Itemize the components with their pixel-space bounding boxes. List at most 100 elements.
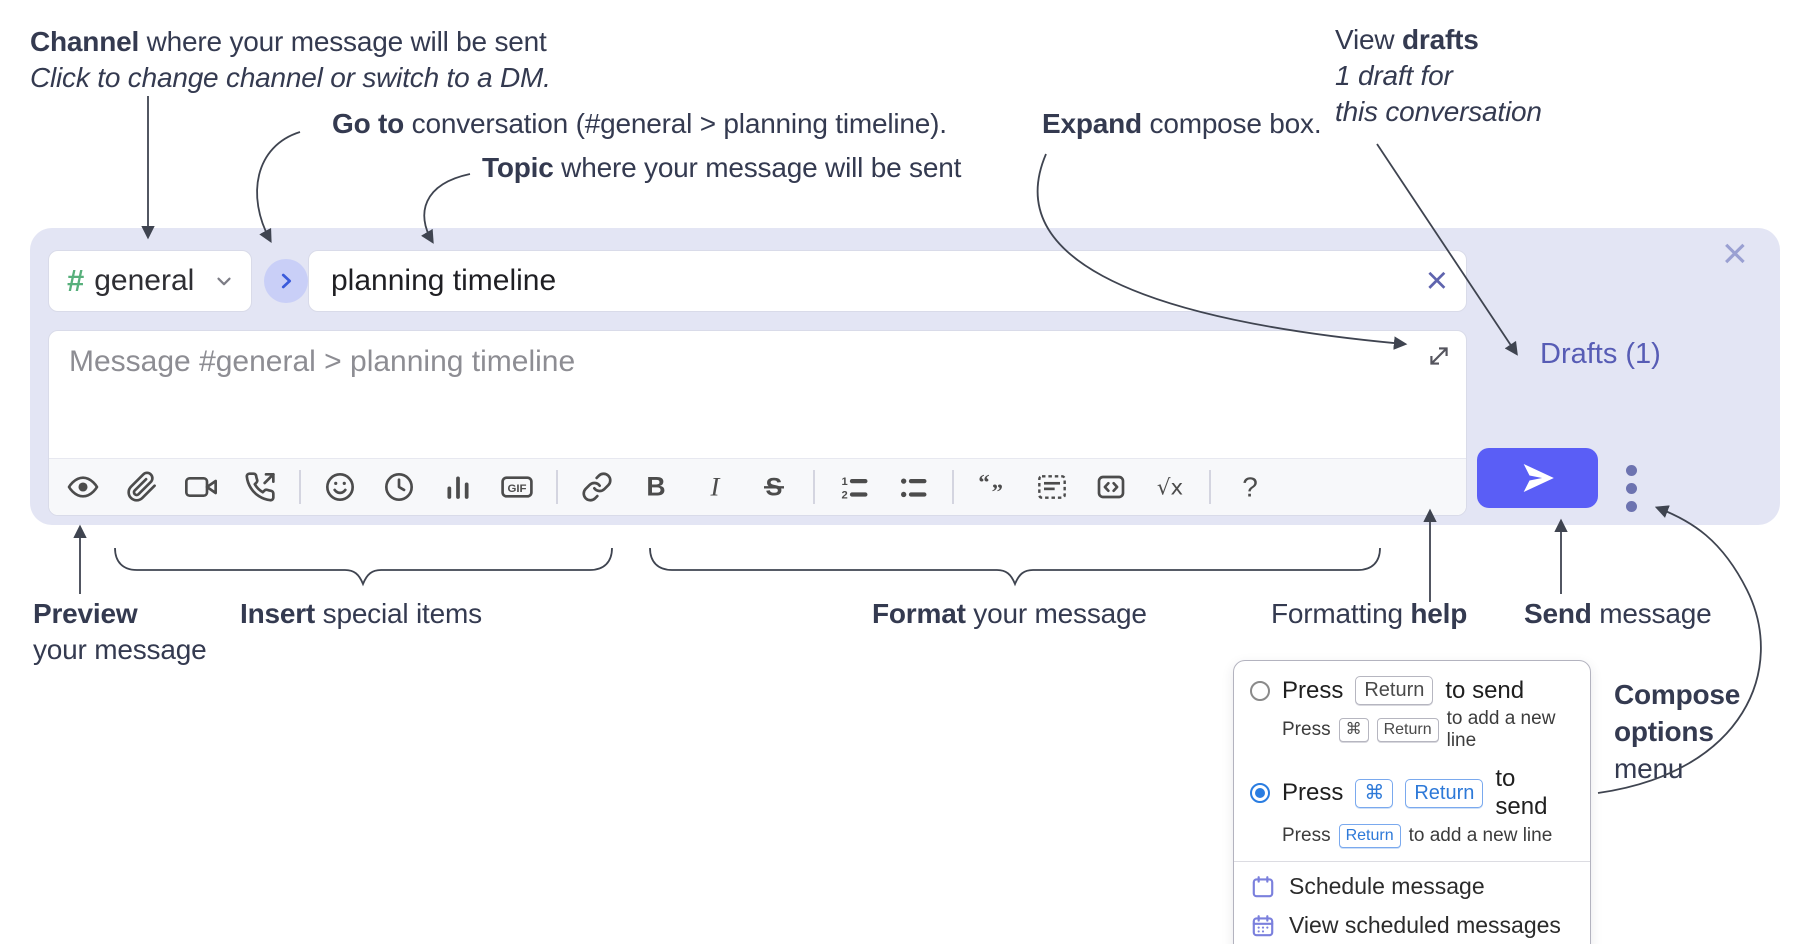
annotation-goto: Go to conversation (#general > planning … [332, 108, 947, 139]
video-call-icon [185, 477, 217, 497]
quote-button[interactable]: “” [973, 467, 1013, 507]
menu-item-label: View scheduled messages [1289, 912, 1561, 938]
channel-hash-icon: # [67, 263, 85, 298]
numbered-list-icon: 12 [842, 476, 868, 501]
svg-text:√x: √x [1157, 475, 1183, 500]
bulleted-list-button[interactable] [893, 467, 933, 507]
message-box: GIF B I S 12 “” √x? [48, 330, 1467, 516]
toolbar-divider [556, 470, 558, 504]
topic-input[interactable] [309, 251, 1466, 311]
gif-icon: GIF [501, 476, 533, 498]
poll-chart-icon [447, 476, 469, 499]
audio-call-icon [245, 472, 275, 502]
preview-eye-button[interactable] [63, 467, 103, 507]
dot-icon [1625, 482, 1637, 494]
annotation-insert: Insert special items [240, 598, 482, 629]
topic-field: × [308, 250, 1467, 312]
attach-paperclip-icon [127, 471, 156, 502]
goto-conversation-button[interactable] [264, 259, 308, 303]
dot-icon [1625, 500, 1637, 512]
video-call-button[interactable] [181, 467, 221, 507]
close-compose-icon[interactable]: × [1722, 229, 1748, 278]
chevron-right-icon [281, 273, 292, 289]
toolbar-divider [952, 470, 954, 504]
spoiler-icon [1038, 475, 1066, 499]
link-icon [582, 472, 612, 502]
emoji-smile-button[interactable] [320, 467, 360, 507]
calendar-grid-icon [1252, 914, 1274, 936]
link-button[interactable] [577, 467, 617, 507]
italic-button[interactable]: I [695, 467, 735, 507]
annotation-preview: Preview your message [33, 598, 207, 665]
send-icon [1523, 464, 1554, 492]
annotation-view-drafts: View drafts 1 draft for this conversatio… [1335, 24, 1542, 127]
return-keycap: Return [1405, 778, 1484, 808]
calendar-icon [1252, 875, 1274, 897]
attach-paperclip-button[interactable] [122, 467, 162, 507]
channel-selector[interactable]: # general [48, 250, 252, 312]
cmd-keycap: ⌘ [1355, 778, 1394, 808]
global-time-icon [385, 473, 413, 501]
svg-text:2: 2 [842, 489, 848, 501]
bold-button[interactable]: B [636, 467, 676, 507]
annotation-send: Send message [1524, 598, 1712, 629]
help-icon: ? [1242, 471, 1258, 502]
math-button[interactable]: √x [1150, 467, 1190, 507]
option-return-to-send[interactable]: Press Return to send [1234, 671, 1590, 707]
help-button[interactable]: ? [1230, 467, 1270, 507]
menu-item-schedule-message[interactable]: Schedule message [1234, 867, 1590, 906]
svg-text:I: I [710, 472, 721, 502]
expand-compose-icon[interactable] [1426, 343, 1452, 369]
svg-text:1: 1 [842, 476, 848, 488]
svg-text:”: ” [992, 479, 1003, 503]
menu-item-label: Schedule message [1289, 873, 1485, 899]
svg-text:“: “ [978, 471, 989, 495]
drafts-link[interactable]: Drafts (1) [1540, 338, 1661, 370]
return-keycap: Return [1376, 718, 1439, 742]
option-cmd-return-to-send[interactable]: Press ⌘ Return to send [1234, 760, 1590, 823]
bold-icon: B [646, 472, 665, 502]
toolbar-divider [299, 470, 301, 504]
emoji-smile-icon [326, 473, 354, 501]
global-time-button[interactable] [379, 467, 419, 507]
dot-icon [1625, 464, 1637, 476]
message-input[interactable] [69, 345, 1402, 451]
poll-chart-button[interactable] [438, 467, 478, 507]
strikethrough-button[interactable]: S [754, 467, 794, 507]
annotation-formatting-help: Formatting help [1271, 598, 1468, 629]
menu-item-view-scheduled-messages[interactable]: View scheduled messages [1234, 906, 1590, 944]
annotation-channel: Channel where your message will be sent … [30, 26, 551, 93]
gif-button[interactable]: GIF [497, 467, 537, 507]
preview-eye-icon [67, 476, 99, 498]
return-keycap: Return [1355, 676, 1434, 705]
svg-text:?: ? [1242, 471, 1258, 502]
strikethrough-icon: S [764, 474, 784, 502]
bulleted-list-icon [901, 478, 927, 498]
annotation-expand: Expand compose box. [1042, 108, 1322, 139]
radio-selected-icon[interactable] [1250, 783, 1270, 803]
option-return-subtext: Press ⌘ Return to add a new line [1282, 708, 1556, 751]
toolbar-divider [1209, 470, 1211, 504]
code-button[interactable] [1091, 467, 1131, 507]
cmd-keycap: ⌘ [1338, 718, 1369, 742]
radio-unselected-icon[interactable] [1250, 680, 1270, 701]
brace-format [649, 547, 1381, 587]
code-icon [1097, 475, 1125, 499]
brace-insert [114, 547, 613, 587]
svg-text:B: B [646, 472, 665, 502]
audio-call-button[interactable] [240, 467, 280, 507]
spoiler-button[interactable] [1032, 467, 1072, 507]
italic-icon: I [710, 472, 721, 502]
clear-topic-icon[interactable]: × [1425, 260, 1448, 302]
svg-text:GIF: GIF [507, 483, 526, 495]
annotation-topic: Topic where your message will be sent [482, 152, 962, 183]
arrow-goto [256, 131, 301, 243]
toolbar-divider [813, 470, 815, 504]
send-button[interactable] [1477, 448, 1598, 508]
compose-options-menu-button[interactable] [1616, 458, 1646, 518]
annotation-compose-options: Compose options menu [1614, 679, 1741, 784]
option-cmd-return-subtext: Press Return to add a new line [1282, 824, 1553, 848]
